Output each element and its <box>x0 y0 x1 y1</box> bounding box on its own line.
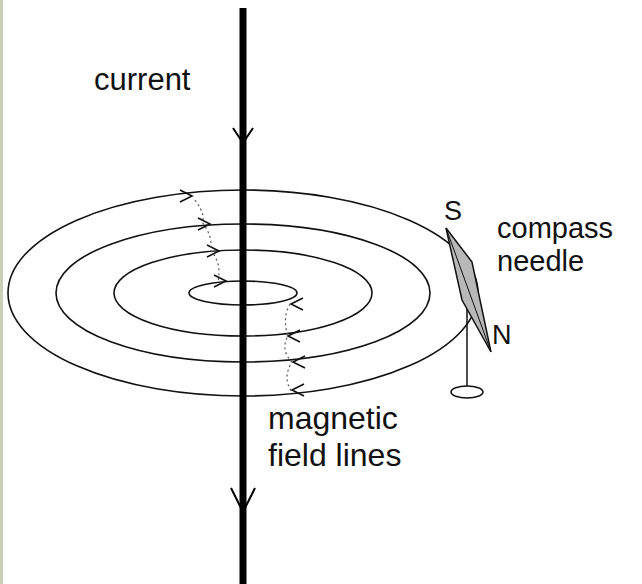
current-label: current <box>94 62 190 98</box>
pole-label: S <box>444 196 462 227</box>
compass <box>446 228 491 398</box>
field-label: magnetic field lines <box>268 400 443 474</box>
current-wire <box>240 8 247 584</box>
compass-label: compass needle <box>497 212 637 279</box>
pole-label: N <box>492 320 512 351</box>
current-arrows <box>231 128 255 512</box>
left-border <box>0 0 3 584</box>
